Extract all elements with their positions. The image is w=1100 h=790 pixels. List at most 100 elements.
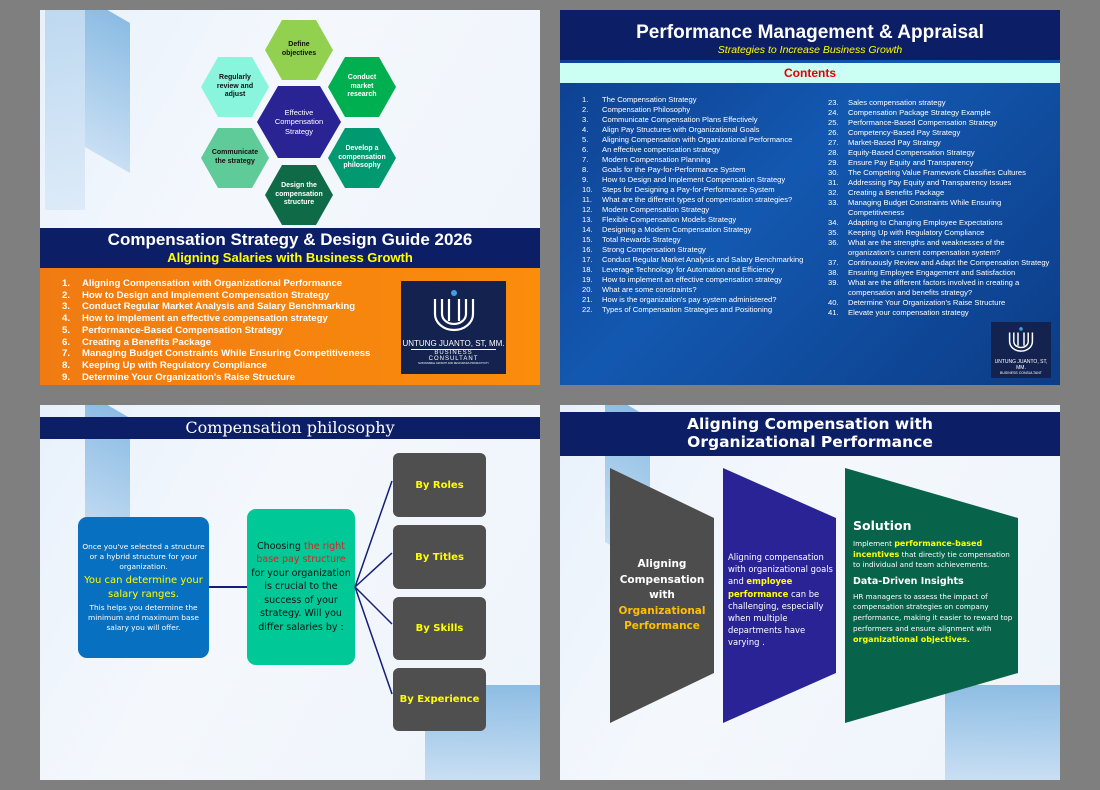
list-item: 23.Sales compensation strategy bbox=[828, 98, 1050, 108]
logo-tagline: SUSTAINABLE GROWTH AND RESOURCES PRODUCT… bbox=[418, 362, 489, 365]
item-label: Performance-Based Compensation Strategy bbox=[82, 324, 283, 336]
item-number: 13. bbox=[582, 215, 593, 224]
item-label: Communicate Compensation Plans Effective… bbox=[602, 115, 758, 124]
item-number: 9. bbox=[62, 371, 71, 383]
item-label: What are the different types of compensa… bbox=[602, 195, 793, 204]
hex-market-research: Conduct market research bbox=[328, 57, 396, 117]
item-number: 22. bbox=[582, 305, 593, 314]
hex-philosophy: Develop a compensation philosophy bbox=[328, 128, 396, 188]
list-item: 10. Steps for Designing a Pay-for-Perform… bbox=[582, 185, 810, 195]
slide-compensation-guide[interactable]: Define objectives Conduct market researc… bbox=[40, 10, 540, 385]
list-item: 39.What are the different factors involv… bbox=[828, 278, 1050, 298]
panel-3-text: Solution Implement performance-based inc… bbox=[853, 518, 1015, 645]
logo-name: UNTUNG JUANTO, ST, MM. bbox=[994, 359, 1048, 371]
item-label: Leverage Technology for Automation and E… bbox=[602, 265, 775, 274]
list-item: 17.Conduct Regular Market Analysis and S… bbox=[582, 255, 810, 265]
connector bbox=[354, 586, 393, 625]
list-item: 1.Aligning Compensation with Organizatio… bbox=[62, 278, 370, 290]
topics-panel: 1.Aligning Compensation with Organizatio… bbox=[40, 268, 540, 385]
connector-lines bbox=[209, 480, 393, 695]
list-item: 31.Addressing Pay Equity and Transparenc… bbox=[828, 178, 1050, 188]
list-item: 13.Flexible Compensation Models Strategy bbox=[582, 215, 810, 225]
item-label: Modern Compensation Planning bbox=[602, 155, 711, 164]
panel-blue-shape bbox=[723, 468, 836, 723]
item-number: 24. bbox=[828, 108, 839, 117]
list-item: 29.Ensure Pay Equity and Transparency bbox=[828, 158, 1050, 168]
item-label: Aligning Compensation with Organizationa… bbox=[602, 135, 793, 144]
item-number: 40. bbox=[828, 298, 839, 307]
item-number: 30. bbox=[828, 168, 839, 177]
connector bbox=[354, 586, 393, 695]
title-band: Compensation philosophy bbox=[40, 417, 540, 439]
decor bbox=[45, 10, 85, 210]
item-number: 31. bbox=[828, 178, 839, 187]
item-number: 29. bbox=[828, 158, 839, 167]
item-label: Total Rewards Strategy bbox=[602, 235, 681, 244]
slide-contents[interactable]: Performance Management & Appraisal Strat… bbox=[560, 10, 1060, 385]
list-item: 35.Keeping Up with Regulatory Compliance bbox=[828, 228, 1050, 238]
list-item: 41.Elevate your compensation strategy bbox=[828, 308, 1050, 318]
list-item: 19. How to implement an effective compens… bbox=[582, 275, 810, 285]
list-item: 25.Performance-Based Compensation Strate… bbox=[828, 118, 1050, 128]
item-label: Types of Compensation Strategies and Pos… bbox=[602, 305, 773, 314]
hex-define-objectives: Define objectives bbox=[265, 20, 333, 80]
item-number: 1. bbox=[582, 95, 589, 104]
list-item: 5.Aligning Compensation with Organizatio… bbox=[582, 135, 810, 145]
item-number: 10. bbox=[582, 185, 593, 194]
item-number: 11. bbox=[582, 195, 592, 204]
item-label: Steps for Designing a Pay-for-Performanc… bbox=[602, 185, 775, 194]
item-label: How to Design and Implement Compensation… bbox=[602, 175, 786, 184]
list-item: 15.Total Rewards Strategy bbox=[582, 235, 810, 245]
item-label: Creating a Benefits Package bbox=[848, 188, 945, 197]
highlight-text: You can determine your salary ranges. bbox=[84, 575, 203, 600]
list-item: 28.Equity-Based Compensation Strategy bbox=[828, 148, 1050, 158]
item-number: 6. bbox=[582, 145, 589, 154]
solution-heading: Solution bbox=[853, 518, 912, 533]
slide-title: Compensation Strategy & Design Guide 202… bbox=[107, 230, 473, 249]
item-number: 8. bbox=[582, 165, 589, 174]
item-label: Designing a Modern Compensation Strategy bbox=[602, 225, 752, 234]
hex-review: Regularly review and adjust bbox=[201, 57, 269, 117]
logo-role: BUSINESS CONSULTANT bbox=[411, 349, 496, 362]
item-number: 28. bbox=[828, 148, 839, 157]
list-item: 27.Market-Based Pay Strategy bbox=[828, 138, 1050, 148]
solution-text: Implement performance-based incentives t… bbox=[853, 539, 1010, 569]
item-label: How to implement an effective compensati… bbox=[602, 275, 783, 284]
item-number: 2. bbox=[62, 289, 71, 301]
item-label: An effective compensation strategy bbox=[602, 145, 721, 154]
item-number: 5. bbox=[62, 324, 71, 336]
item-number: 12. bbox=[582, 205, 593, 214]
item-label: How to implement an effective compensati… bbox=[82, 313, 328, 325]
title-band: Performance Management & Appraisal Strat… bbox=[560, 10, 1060, 60]
item-label: Managing Budget Constraints While Ensuri… bbox=[82, 348, 371, 360]
slide-aligning-compensation[interactable]: Aligning Compensation with Organizationa… bbox=[560, 405, 1060, 780]
item-label: Determine Your Organization's Raise Stru… bbox=[848, 298, 1006, 307]
item-label: Modern Compensation Strategy bbox=[602, 205, 710, 214]
list-item: 14.Designing a Modern Compensation Strat… bbox=[582, 225, 810, 235]
item-label: What are some constraints? bbox=[602, 285, 697, 294]
list-item: 16.Strong Compensation Strategy bbox=[582, 245, 810, 255]
list-item: 2.Compensation Philosophy bbox=[582, 105, 810, 115]
panel-2-text: Aligning compensation with organizationa… bbox=[728, 552, 833, 648]
logo: UNTUNG JUANTO, ST, MM. BUSINESS CONSULTA… bbox=[991, 322, 1051, 378]
list-item: 38.Ensuring Employee Engagement and Sati… bbox=[828, 268, 1050, 278]
item-label: Sales compensation strategy bbox=[848, 98, 946, 107]
item-number: 21. bbox=[582, 295, 593, 304]
item-number: 18. bbox=[582, 265, 593, 274]
list-item: 9.Determine Your Organization's Raise St… bbox=[62, 372, 370, 384]
list-item: 1.The Compensation Strategy bbox=[582, 95, 810, 105]
item-label: Compensation Package Strategy Example bbox=[848, 108, 991, 117]
item-number: 19. bbox=[582, 275, 593, 284]
item-number: 35. bbox=[828, 228, 839, 237]
item-number: 34. bbox=[828, 218, 839, 227]
decor bbox=[945, 685, 1060, 780]
item-number: 32. bbox=[828, 188, 839, 197]
item-number: 39. bbox=[828, 278, 839, 287]
title-line-2: Organizational Performance bbox=[687, 433, 933, 451]
item-label: Conduct Regular Market Analysis and Sala… bbox=[82, 301, 356, 313]
slide-compensation-philosophy[interactable]: Compensation philosophy Once you've sele… bbox=[40, 405, 540, 780]
list-item: 6.Creating a Benefits Package bbox=[62, 337, 370, 349]
